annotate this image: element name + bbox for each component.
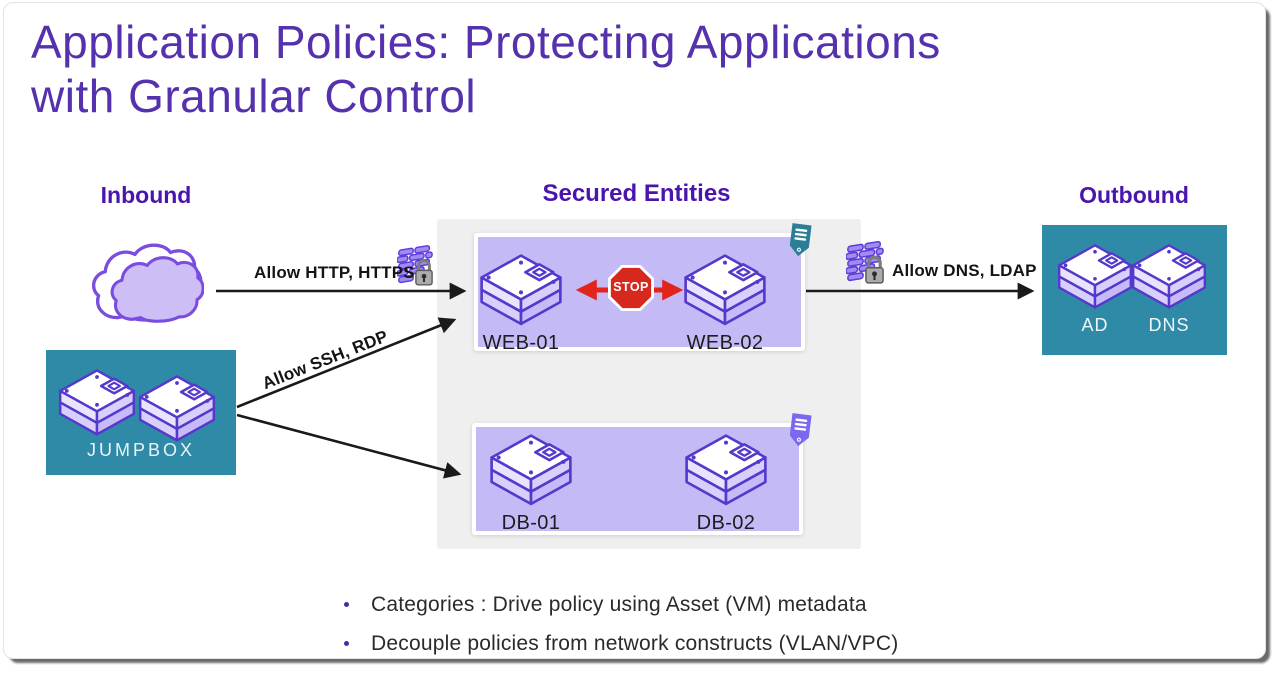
bullet-text: Decouple policies from network construct…: [371, 632, 899, 655]
policy-tag-icon: [788, 221, 812, 261]
node-label-web01: WEB-01: [482, 332, 560, 354]
server-icon: [136, 374, 218, 446]
policy-tag-icon: [788, 412, 812, 452]
slide-title-line1: Application Policies: Protecting Applica…: [31, 16, 941, 68]
bullet-list: Categories : Drive policy using Asset (V…: [344, 593, 898, 671]
flow-label-dns: Allow DNS, LDAP: [892, 261, 1037, 280]
section-heading-secured-entities: Secured Entities: [542, 180, 731, 207]
section-heading-outbound: Outbound: [1079, 182, 1189, 208]
slide-card: Application Policies: Protecting Applica…: [3, 2, 1266, 659]
flow-label-http: Allow HTTP, HTTPS: [254, 263, 415, 282]
server-icon: [487, 433, 575, 510]
node-label-ad: AD: [1081, 315, 1109, 335]
node-label-web02: WEB-02: [686, 332, 764, 354]
server-icon: [1055, 243, 1135, 313]
arrow-jumpbox-to-web: [236, 317, 457, 409]
bullet-item: Categories : Drive policy using Asset (V…: [344, 593, 898, 617]
node-label-jumpbox: JUMPBOX: [86, 440, 195, 460]
cloud-icon: [89, 239, 204, 335]
bullet-dot: [344, 602, 349, 607]
node-dns: DNS: [1124, 243, 1214, 336]
bullet-dot: [344, 641, 349, 646]
slide-title-line2: with Granular Control: [31, 70, 477, 123]
node-label-db01: DB-01: [501, 512, 561, 534]
arrow-jumpbox-to-db: [236, 413, 462, 479]
stop-sign-icon: STOP: [608, 265, 654, 311]
node-db02: DB-02: [666, 433, 786, 535]
slide-title: Application Policies: Protecting Applica…: [31, 15, 1191, 124]
node-db01: DB-01: [471, 433, 591, 535]
server-icon: [56, 368, 138, 440]
server-icon: [477, 253, 565, 330]
server-icon: [681, 253, 769, 330]
node-label-dns: DNS: [1148, 315, 1190, 335]
server-icon: [1129, 243, 1209, 313]
firewall-lock-icon: [846, 236, 884, 288]
section-heading-inbound: Inbound: [100, 182, 192, 208]
node-web01: WEB-01: [461, 253, 581, 355]
flow-label-ssh: Allow SSH, RDP: [259, 326, 391, 394]
node-label-db02: DB-02: [696, 512, 756, 534]
stop-sign-label: STOP: [613, 280, 649, 294]
server-icon: [682, 433, 770, 510]
bullet-item: Decouple policies from network construct…: [344, 632, 898, 656]
node-web02: WEB-02: [665, 253, 785, 355]
bullet-text: Categories : Drive policy using Asset (V…: [371, 593, 867, 616]
node-ad: AD: [1050, 243, 1140, 336]
